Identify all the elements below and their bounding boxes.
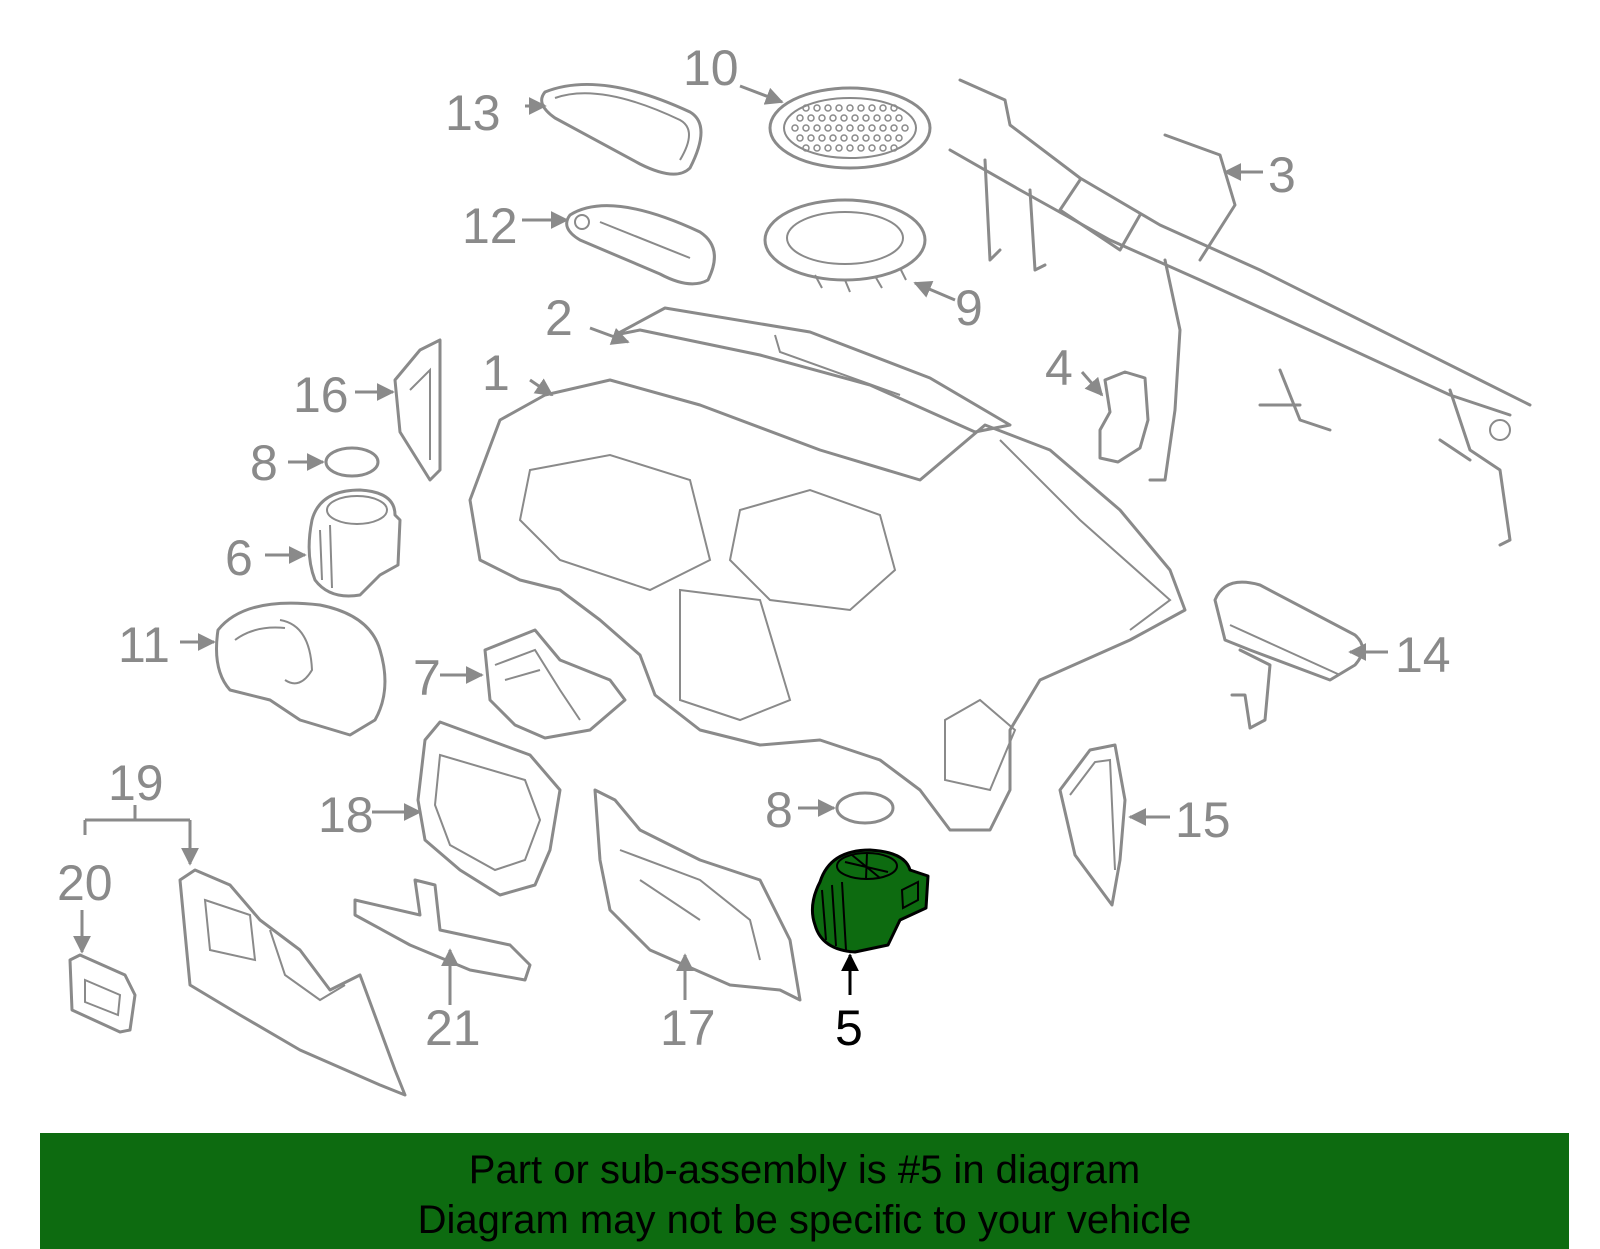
grille-hole — [807, 114, 815, 122]
grille-hole — [802, 144, 810, 152]
grille-hole — [835, 104, 843, 112]
callout-13: 13 — [445, 85, 501, 141]
callout-9: 9 — [955, 280, 983, 336]
grille-hole — [824, 144, 832, 152]
grille-hole — [796, 134, 804, 142]
grille-hole — [796, 114, 804, 122]
part-15-side-trim — [1058, 743, 1127, 907]
part-17-lower-panel — [593, 788, 802, 1002]
part-21-brace — [353, 878, 532, 982]
callout-3: 3 — [1268, 147, 1296, 203]
part-20-cover — [68, 953, 137, 1034]
grille-hole — [846, 144, 854, 152]
part-14-airbag-module — [1213, 580, 1364, 730]
grille-hole — [868, 144, 876, 152]
grille-hole — [873, 134, 881, 142]
grille-hole — [868, 104, 876, 112]
part-16-side-panel — [393, 338, 442, 482]
grille-hole — [862, 134, 870, 142]
grille-hole — [829, 114, 837, 122]
callout-8-lower: 8 — [765, 782, 793, 838]
grille-hole — [813, 124, 821, 132]
grille-hole — [846, 104, 854, 112]
banner-line-2: Diagram may not be specific to your vehi… — [417, 1198, 1192, 1242]
callout-16: 16 — [293, 367, 349, 423]
part-7-center-vent — [483, 628, 627, 740]
callout-2: 2 — [545, 290, 573, 346]
grille-hole — [818, 114, 826, 122]
callout-10: 10 — [683, 40, 739, 96]
grille-hole — [840, 134, 848, 142]
callout-labels: 13 10 3 12 9 2 1 4 16 8 6 11 7 14 18 8 1… — [57, 40, 1451, 1056]
callout-5: 5 — [835, 1000, 863, 1056]
part-12-glove-box-latch — [565, 204, 716, 286]
grille-hole — [851, 114, 859, 122]
callout-18: 18 — [318, 787, 374, 843]
grille-hole — [868, 124, 876, 132]
grille-hole — [857, 144, 865, 152]
grille-hole — [818, 134, 826, 142]
callout-21: 21 — [425, 1000, 481, 1056]
part-5-air-vent-highlighted[interactable] — [810, 848, 930, 954]
callout-11: 11 — [118, 617, 170, 673]
grille-hole — [824, 124, 832, 132]
part-18-center-bezel — [416, 720, 562, 897]
banner-line-1: Part or sub-assembly is #5 in diagram — [468, 1148, 1141, 1192]
info-banner: Part or sub-assembly is #5 in diagram Di… — [40, 1133, 1569, 1249]
callout-17: 17 — [660, 1000, 716, 1056]
part-4-bracket — [1098, 370, 1150, 464]
callout-15: 15 — [1175, 792, 1231, 848]
grille-hole — [835, 124, 843, 132]
grille-hole — [862, 114, 870, 122]
grille-hole — [813, 104, 821, 112]
grille-hole — [879, 104, 887, 112]
grille-hole — [824, 104, 832, 112]
callout-8-upper: 8 — [250, 435, 278, 491]
grille-hole — [807, 134, 815, 142]
grille-hole — [802, 104, 810, 112]
callout-19: 19 — [108, 755, 164, 811]
grille-hole — [895, 114, 903, 122]
grille-hole — [879, 124, 887, 132]
callout-6: 6 — [225, 530, 253, 586]
grille-hole — [791, 124, 799, 132]
grille-hole — [873, 114, 881, 122]
part-8-cap-lower — [835, 791, 895, 825]
callout-4: 4 — [1045, 340, 1073, 396]
part-9-speaker — [763, 198, 927, 293]
grille-hole — [857, 124, 865, 132]
leader-lines — [73, 84, 1388, 1005]
callout-12: 12 — [462, 198, 518, 254]
part-8-cap-upper — [324, 446, 380, 478]
part-3-crossmember — [948, 78, 1532, 547]
grille-hole — [895, 134, 903, 142]
grille-hole — [813, 144, 821, 152]
callout-1: 1 — [482, 345, 510, 401]
grille-hole — [846, 124, 854, 132]
grille-hole — [802, 124, 810, 132]
part-19-knee-panel — [178, 868, 407, 1097]
grille-hole — [884, 114, 892, 122]
grille-hole — [884, 134, 892, 142]
grille-hole — [840, 114, 848, 122]
part-2-defroster-panel — [613, 306, 1012, 434]
grille-hole — [890, 104, 898, 112]
grille-hole — [829, 134, 837, 142]
part-10-speaker-grille — [768, 86, 932, 170]
part-6-air-vent — [307, 488, 402, 598]
part-13-glove-box-cover — [540, 83, 703, 176]
part-1-instrument-panel — [468, 378, 1187, 832]
grille-hole — [890, 124, 898, 132]
callout-14: 14 — [1395, 627, 1451, 683]
callout-20: 20 — [57, 855, 113, 911]
grille-hole — [851, 134, 859, 142]
grille-hole — [857, 104, 865, 112]
grille-hole — [835, 144, 843, 152]
grille-hole — [890, 144, 898, 152]
grille-hole — [901, 124, 909, 132]
callout-7: 7 — [413, 650, 441, 706]
grille-hole — [879, 144, 887, 152]
part-11-cluster-bezel — [215, 601, 387, 737]
